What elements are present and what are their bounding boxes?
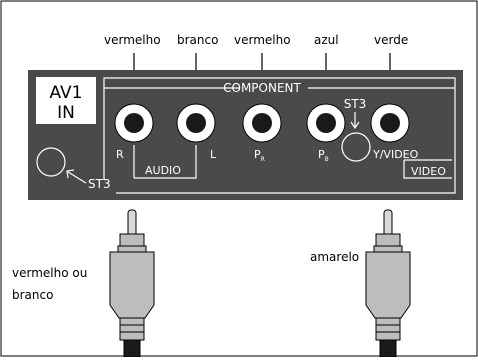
jack-audio-l <box>176 103 216 143</box>
label-azul: azul <box>314 33 339 47</box>
st3-label-bottom: ST3 <box>88 177 111 191</box>
in-label: IN <box>57 103 75 123</box>
label-r: R <box>116 148 124 161</box>
st3-arrow-diagonal-icon <box>66 169 87 184</box>
label-vermelho-audio: vermelho <box>104 33 161 47</box>
label-left-plug: vermelho ou branco <box>12 266 88 302</box>
label-audio: AUDIO <box>145 164 181 177</box>
plug-left-pin <box>127 209 137 237</box>
plug-left-cable <box>123 339 141 358</box>
label-vermelho-pr: vermelho <box>234 33 291 47</box>
jack-y-video-core <box>380 113 400 133</box>
jack-pr <box>242 103 282 143</box>
panel-groupings <box>103 77 456 194</box>
label-video: VIDEO <box>411 165 446 178</box>
label-branco: branco <box>177 33 219 47</box>
jack-audio-l-core <box>186 113 206 133</box>
st3-label-top: ST3 <box>344 97 367 111</box>
video-bracket <box>403 159 452 179</box>
audio-bracket <box>133 145 197 179</box>
plug-right-pin <box>383 209 393 237</box>
jack-y-video <box>370 103 410 143</box>
jack-pb <box>306 103 346 143</box>
label-pb: PB <box>318 148 329 163</box>
av1-in-box <box>36 77 96 124</box>
label-right-plug: amarelo <box>310 250 360 264</box>
plug-left-body <box>109 251 155 319</box>
label-pr: PR <box>254 148 265 163</box>
st3-hole-left <box>36 147 66 177</box>
label-y-video: Y/VIDEO <box>372 148 419 161</box>
rca-plug-right <box>365 209 411 358</box>
component-label: COMPONENT <box>223 81 301 95</box>
plug-left-collar <box>117 245 147 253</box>
jack-pb-core <box>316 113 336 133</box>
jack-pr-core <box>252 113 272 133</box>
av1-label: AV1 <box>50 83 83 103</box>
plug-right-collar <box>373 245 403 253</box>
label-l: L <box>210 148 217 161</box>
plug-right-body <box>365 251 411 319</box>
label-verde: verde <box>374 33 409 47</box>
panel-inner-frame <box>103 77 456 194</box>
plug-right-cable <box>379 339 397 358</box>
plug-left-grip <box>119 317 145 341</box>
jack-audio-r <box>114 103 154 143</box>
st3-arrow-down-icon <box>350 112 360 130</box>
rca-plug-left <box>109 209 155 358</box>
jack-audio-r-core <box>124 113 144 133</box>
plug-right-grip <box>375 317 401 341</box>
st3-hole-middle <box>341 132 371 162</box>
